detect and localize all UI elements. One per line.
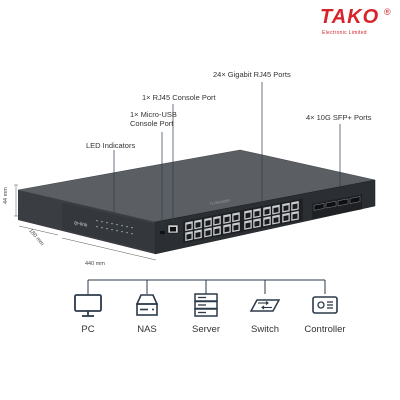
callout-micro-usb-console: 1× Micro-USB Console Port <box>130 110 177 128</box>
dimension-width: 440 mm <box>85 261 105 267</box>
gigabit-port-block <box>183 198 303 244</box>
callout-gigabit-ports: 24× Gigabit RJ45 Ports <box>213 70 291 79</box>
callout-rj45-console: 1× RJ45 Console Port <box>142 93 216 102</box>
pc-icon <box>74 294 102 317</box>
device-nas: NAS <box>117 292 177 335</box>
micro-usb-console-port <box>160 231 165 234</box>
server-icon <box>194 293 218 317</box>
callout-led-indicators: LED Indicators <box>86 141 136 150</box>
device-connection-lines <box>87 279 326 294</box>
device-controller: Controller <box>295 292 355 335</box>
device-server: Server <box>176 292 236 335</box>
brand-subtitle: Electronic Limited <box>322 30 367 36</box>
model-text: TL-SG3428X <box>209 198 230 206</box>
controller-icon <box>312 296 338 314</box>
callout-micro-usb-line1: 1× Micro-USB <box>130 110 177 119</box>
maker-logo: tp-link <box>74 220 89 229</box>
nas-icon <box>135 294 159 316</box>
brand-name: TAKO <box>320 6 380 28</box>
brand-logo: TAKO ® Electronic Limited <box>318 6 394 40</box>
switch-icon <box>249 299 281 312</box>
led-panel <box>62 203 155 252</box>
device-label-server: Server <box>192 324 220 335</box>
device-label-controller: Controller <box>304 324 346 335</box>
brand-reg-mark: ® <box>384 7 391 17</box>
led-indicators <box>96 220 133 235</box>
callout-micro-usb-line2: Console Port <box>130 119 174 128</box>
callout-lines <box>113 82 341 229</box>
sfp-port-block <box>312 194 362 219</box>
device-label-switch: Switch <box>251 324 279 335</box>
dimension-height: 44 mm <box>3 187 9 204</box>
device-label-pc: PC <box>81 324 95 335</box>
device-pc: PC <box>58 292 118 335</box>
device-switch: Switch <box>235 292 295 335</box>
callout-sfp-ports: 4× 10G SFP+ Ports <box>306 113 372 122</box>
device-label-nas: NAS <box>137 324 157 335</box>
dimension-lines <box>14 184 157 261</box>
